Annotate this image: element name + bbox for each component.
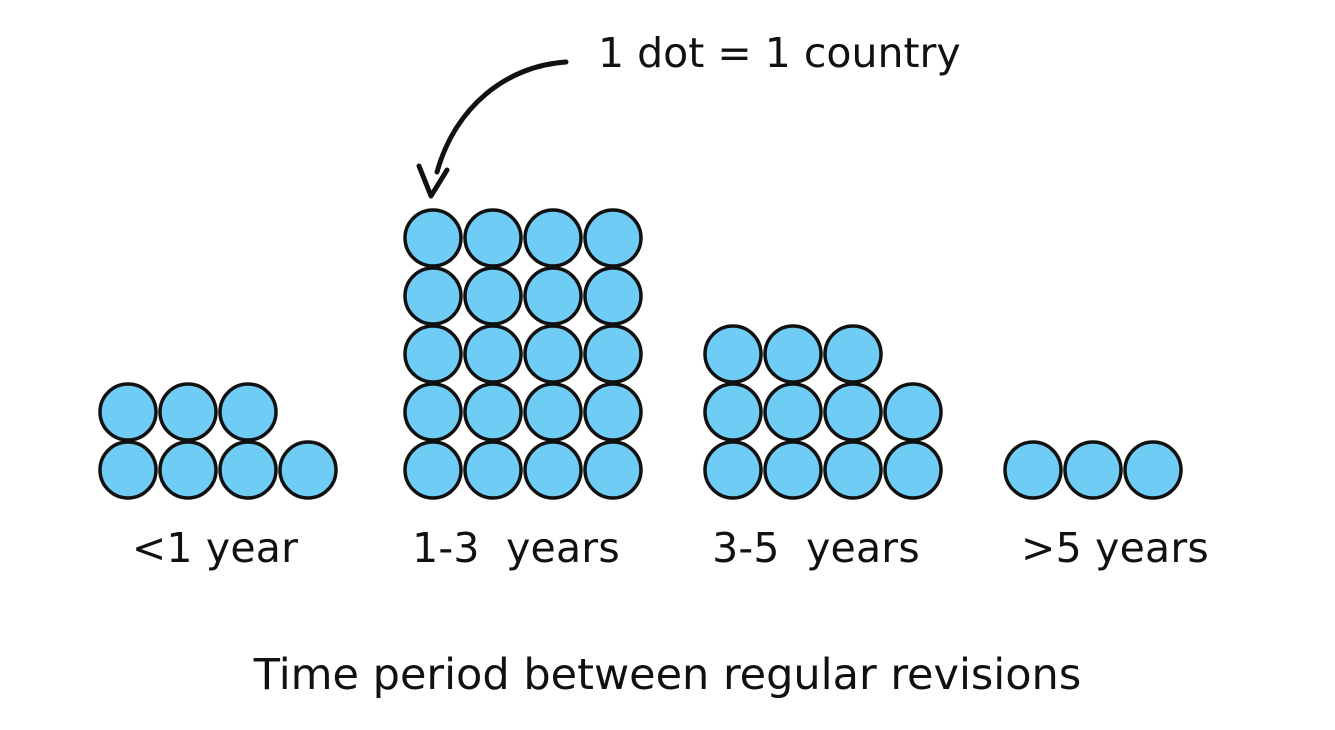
dot [823, 382, 883, 442]
dot [523, 382, 583, 442]
dot [883, 382, 943, 442]
dot [703, 382, 763, 442]
category-label-1-3-years: 1-3 years [412, 524, 620, 572]
dot [403, 208, 463, 268]
callout-arrow [416, 59, 569, 199]
dot [98, 382, 158, 442]
dot [218, 440, 278, 500]
category-label-3-5-years: 3-5 years [712, 524, 920, 572]
dot [403, 382, 463, 442]
dot [1003, 440, 1063, 500]
category-label-gt-5-years: >5 years [1021, 524, 1209, 572]
annotation-label: 1 dot = 1 country [598, 29, 961, 77]
dot [583, 208, 643, 268]
dot [403, 266, 463, 326]
dot [463, 324, 523, 384]
dot [823, 324, 883, 384]
dot [523, 440, 583, 500]
dot [523, 324, 583, 384]
dot [278, 440, 338, 500]
dot [158, 382, 218, 442]
dot [823, 440, 883, 500]
dot [583, 440, 643, 500]
dot [218, 382, 278, 442]
dot [463, 382, 523, 442]
dot [703, 440, 763, 500]
dot [463, 266, 523, 326]
dot [583, 324, 643, 384]
dot [1123, 440, 1183, 500]
dot [98, 440, 158, 500]
chart-axis-title: Time period between regular revisions [253, 650, 1082, 700]
dot [403, 324, 463, 384]
dot [158, 440, 218, 500]
category-label-lt-1-year: <1 year [131, 524, 299, 572]
dot [523, 266, 583, 326]
dot [763, 324, 823, 384]
dot [763, 382, 823, 442]
dot [1063, 440, 1123, 500]
dots-layer [98, 208, 1183, 500]
dot [883, 440, 943, 500]
dot [463, 208, 523, 268]
dot [403, 440, 463, 500]
dot [763, 440, 823, 500]
dot [463, 440, 523, 500]
dot [523, 208, 583, 268]
dot [583, 382, 643, 442]
dot [703, 324, 763, 384]
dot [583, 266, 643, 326]
